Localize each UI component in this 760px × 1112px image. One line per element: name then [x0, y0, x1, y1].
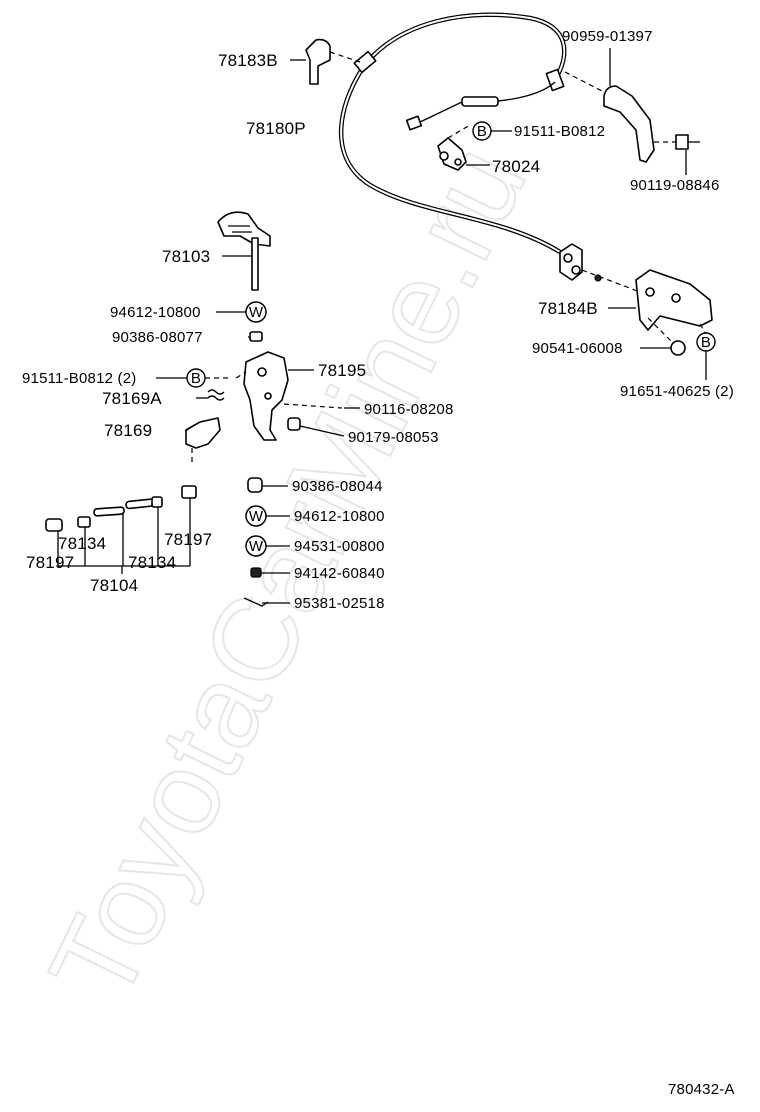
label-78169A: 78169A: [102, 389, 162, 408]
part-labels: 78183B 90959-01397 78180P 91511-B0812 78…: [22, 28, 735, 1098]
linkage-78104: [45, 485, 197, 574]
label-94612-10800-top: 94612-10800: [110, 304, 201, 321]
label-78134-left: 78134: [58, 534, 106, 553]
label-90119-08846: 90119-08846: [630, 177, 720, 194]
washer-94612-top: W: [216, 301, 267, 323]
lever-78024: [437, 124, 490, 171]
label-95381-02518: 95381-02518: [294, 595, 385, 612]
label-90959-01397: 90959-01397: [562, 28, 653, 45]
svg-text:W: W: [249, 304, 264, 321]
cable-78180P: [338, 12, 567, 255]
label-78197-left: 78197: [26, 553, 74, 572]
label-90116-08208: 90116-08208: [364, 401, 454, 418]
label-90386-08044: 90386-08044: [292, 478, 383, 495]
label-94531-00800: 94531-00800: [294, 538, 385, 555]
nut-90386-top: [248, 331, 263, 342]
knob-78103: [217, 211, 271, 291]
label-91651-40625-2: 91651-40625 (2): [620, 383, 734, 400]
watermark: ToyotaCarMine.ru: [25, 127, 552, 1022]
bracket-78195: [235, 351, 360, 441]
washer-94531: W: [245, 535, 290, 557]
label-78169: 78169: [104, 421, 152, 440]
label-90386-08077: 90386-08077: [112, 329, 203, 346]
label-78183B: 78183B: [218, 51, 278, 70]
label-78180P: 78180P: [246, 119, 306, 138]
label-78134-right: 78134: [128, 553, 176, 572]
label-94612-10800-bottom: 94612-10800: [294, 508, 385, 525]
clip-78183B: [290, 38, 361, 85]
label-78103: 78103: [162, 247, 210, 266]
label-94142-60840: 94142-60840: [294, 565, 385, 582]
label-78104: 78104: [90, 576, 138, 595]
svg-text:B: B: [477, 123, 487, 140]
bracket-90959: [564, 48, 700, 175]
diagram-code: 780432-A: [668, 1081, 735, 1098]
svg-text:B: B: [191, 370, 201, 387]
b-symbol-1: B: [472, 121, 512, 141]
svg-text:W: W: [249, 538, 264, 555]
label-90179-08053: 90179-08053: [348, 429, 439, 446]
nut-90386-bottom: [247, 477, 288, 493]
spring-78169A: [196, 389, 225, 401]
nut-94142: [250, 567, 290, 578]
b-symbol-2: B: [696, 332, 716, 380]
svg-text:B: B: [701, 334, 711, 351]
lever-78169: [185, 417, 221, 462]
washer-94612-bottom: W: [245, 505, 290, 527]
svg-text:W: W: [249, 508, 264, 525]
label-90541-06008: 90541-06008: [532, 340, 623, 357]
label-78197-right: 78197: [164, 530, 212, 549]
label-91511-B0812: 91511-B0812: [514, 123, 605, 140]
bracket-78184B: [559, 243, 713, 356]
pin-95381: [243, 597, 290, 607]
label-91511-B0812-2: 91511-B0812 (2): [22, 370, 136, 387]
label-78195: 78195: [318, 361, 366, 380]
label-78184B: 78184B: [538, 299, 598, 318]
label-78024: 78024: [492, 157, 540, 176]
b-symbol-3: B: [156, 368, 232, 388]
